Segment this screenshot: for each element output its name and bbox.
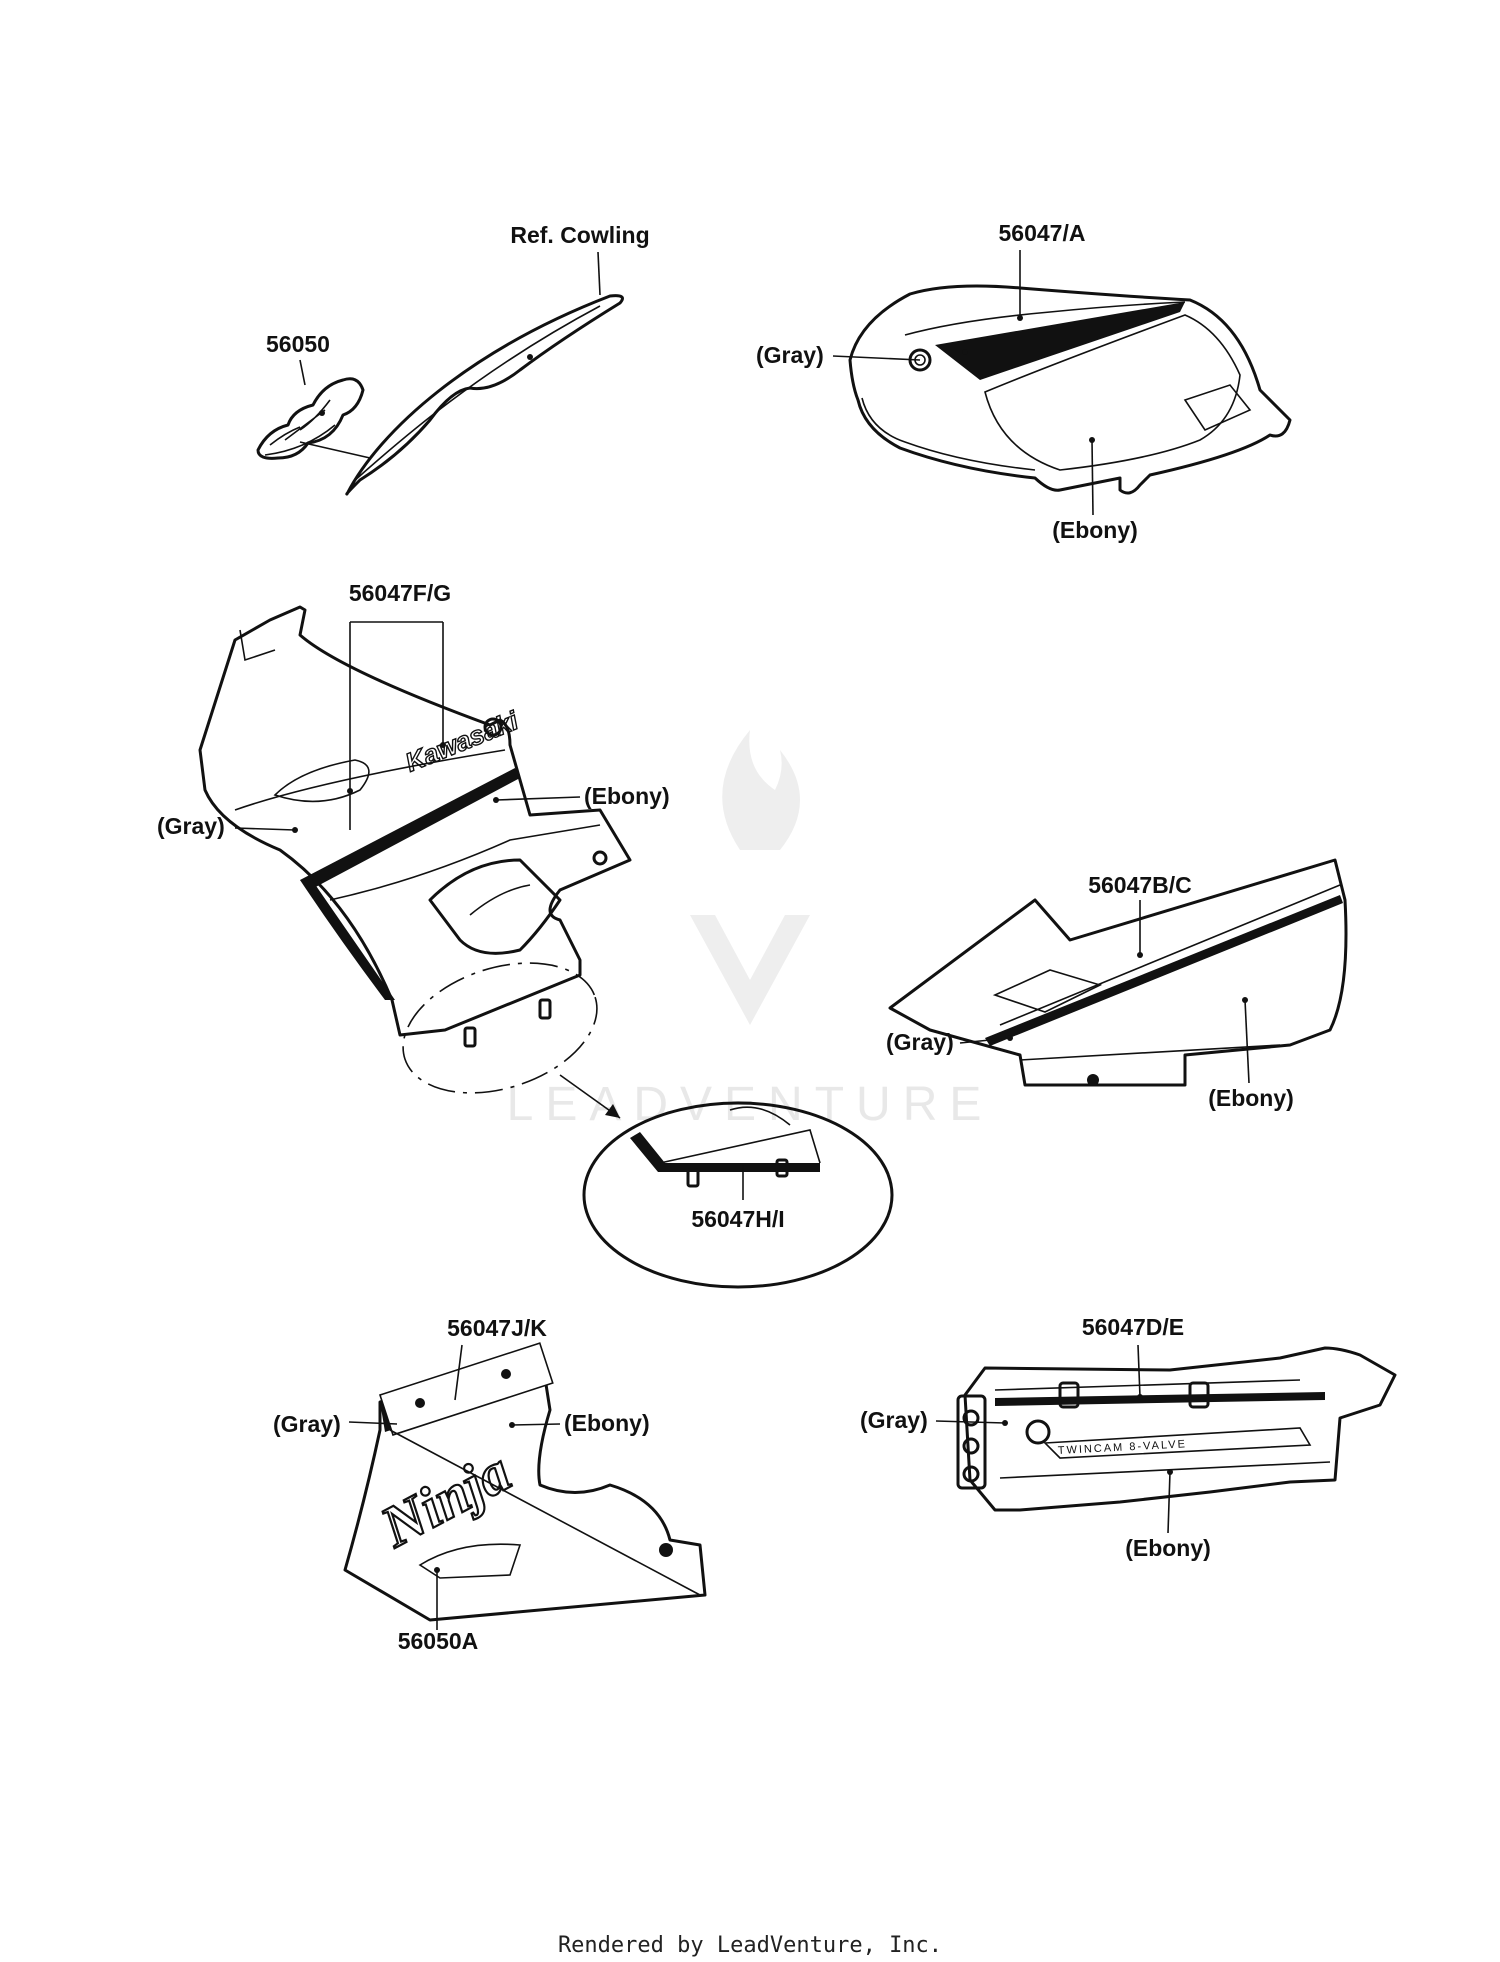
tail-cover-group: TWINCAM 8-VALVE 56047D/E (Gray) (Ebony) bbox=[860, 1314, 1397, 1561]
detail-zoom-group: 56047H/I bbox=[582, 1101, 894, 1289]
tail-cover bbox=[963, 1346, 1397, 1512]
lower-fairing-group: Ninja 56047J/K (Gray) (Ebony) 56050A bbox=[273, 1315, 707, 1654]
side-cover bbox=[888, 858, 1348, 1087]
side-cover-group: 56047B/C (Gray) (Ebony) bbox=[886, 858, 1348, 1111]
label-side-ebony: (Ebony) bbox=[1208, 1085, 1294, 1111]
leadventure-watermark: LEADVENTURE bbox=[507, 730, 981, 1131]
label-56050: 56050 bbox=[266, 331, 330, 357]
label-56047-a: 56047/A bbox=[999, 220, 1086, 246]
label-fairing-ebony: (Ebony) bbox=[584, 783, 670, 809]
windscreen-group: Ref. Cowling 56050 bbox=[256, 222, 650, 496]
ninja-logo-decal: Ninja bbox=[370, 1439, 521, 1560]
label-ref-cowling: Ref. Cowling bbox=[510, 222, 649, 248]
label-56047-jk: 56047J/K bbox=[447, 1315, 547, 1341]
label-56050a: 56050A bbox=[398, 1628, 479, 1654]
label-side-gray: (Gray) bbox=[886, 1029, 954, 1055]
label-56047-hi: 56047H/I bbox=[691, 1206, 784, 1232]
label-fairing-gray: (Gray) bbox=[157, 813, 225, 839]
label-tank-ebony: (Ebony) bbox=[1052, 517, 1138, 543]
fuel-tank-group: 56047/A (Gray) (Ebony) bbox=[756, 220, 1292, 543]
label-lower-gray: (Gray) bbox=[273, 1411, 341, 1437]
label-56047-de: 56047D/E bbox=[1082, 1314, 1184, 1340]
label-56047-fg: 56047F/G bbox=[349, 580, 451, 606]
label-lower-ebony: (Ebony) bbox=[564, 1410, 650, 1436]
fuel-tank bbox=[848, 284, 1292, 495]
label-tank-gray: (Gray) bbox=[756, 342, 824, 368]
label-tail-gray: (Gray) bbox=[860, 1407, 928, 1433]
lower-fairing bbox=[343, 1346, 707, 1622]
label-56047-bc: 56047B/C bbox=[1088, 872, 1192, 898]
label-tail-ebony: (Ebony) bbox=[1125, 1535, 1211, 1561]
ninja-emblem-small bbox=[256, 377, 365, 460]
windscreen bbox=[345, 294, 624, 496]
footer-credit: Rendered by LeadVenture, Inc. bbox=[558, 1933, 942, 1958]
side-fairing-group: Kawasaki 56047F/G (Ebony) (Gray) bbox=[157, 580, 670, 1119]
side-fairing bbox=[198, 605, 632, 1037]
